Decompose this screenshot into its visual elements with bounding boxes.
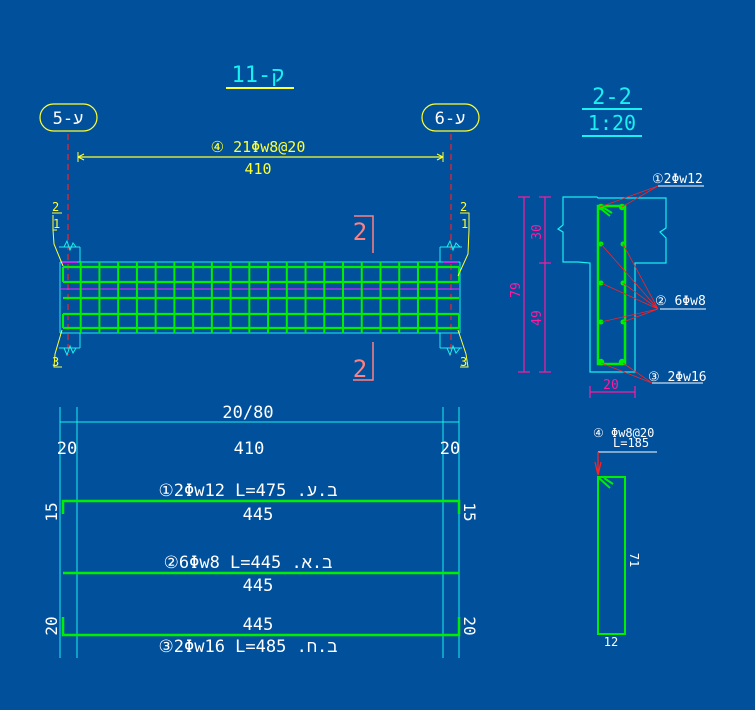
bar1-hook-left: 15 <box>42 502 61 521</box>
section-cut-line-bottom <box>353 342 374 381</box>
end-mark-2: 2 <box>460 200 467 214</box>
dim-total-height: 79 <box>509 282 524 298</box>
break-line-left-top <box>60 239 77 252</box>
dim-web-height: 49 <box>530 310 545 326</box>
rebar-cage <box>62 262 460 333</box>
leader-arrow-icon <box>594 452 602 476</box>
stirrup-width: 12 <box>604 635 618 649</box>
end-marks-left: 2 1 3 <box>52 200 64 369</box>
stirrup-in-section <box>596 204 627 366</box>
break-line-left-bottom <box>60 344 77 357</box>
section-mark-bottom: 2 <box>353 355 367 383</box>
axis-label-right: 6-ע <box>435 109 466 129</box>
left-support-dim: 20 <box>57 439 77 459</box>
stirrup-detail: ④ Φw8@20 L=185 71 12 <box>593 426 657 649</box>
dimension-arrow-right <box>436 152 444 162</box>
bar3-shape <box>61 617 461 637</box>
bar1-length: 445 <box>243 505 274 525</box>
section-bars <box>597 203 626 366</box>
axis-label-left: 5-ע <box>53 109 84 129</box>
dimension-arrow-left <box>77 152 85 162</box>
t-section-outline <box>556 196 667 373</box>
bar1-shape <box>61 499 461 514</box>
bar1-label: ①2Φw12 L=475 .ע.ב <box>159 481 338 501</box>
end-mark-3: 3 <box>52 355 59 369</box>
stirrup-shape-hook <box>598 477 614 489</box>
dim-width: 20 <box>603 378 619 393</box>
schedule-grid-lines <box>59 407 460 658</box>
beam-elevation: 11-ק 5-ע 6-ע ④ 21Φw8@20 410 2 1 3 2 <box>39 63 480 383</box>
section-scale: 1:20 <box>588 111 636 135</box>
span-dimension: 410 <box>244 160 271 178</box>
right-support-dim: 20 <box>440 439 460 459</box>
bar1-hook-right: 15 <box>460 502 479 521</box>
section-title: 2-2 <box>592 85 632 110</box>
stirrup-detail-length: L=185 <box>613 436 649 450</box>
stirrup-height: 71 <box>627 553 641 567</box>
stirrup-shape <box>597 476 626 635</box>
end-mark-2: 2 <box>52 200 59 214</box>
end-mark-1: 1 <box>461 217 468 231</box>
bar-schedule: 20/80 20 410 20 ①2Φw12 L=475 .ע.ב 445 15… <box>42 403 479 658</box>
clear-span-dim: 410 <box>234 439 265 459</box>
bar3-length: 445 <box>243 615 274 635</box>
end-marks-right: 2 1 3 <box>457 200 470 369</box>
bar2-callout: ② 6Φw8 <box>655 294 706 309</box>
bar3-hook-right: 20 <box>460 616 479 635</box>
bar3-callout: ③ 2Φw16 <box>648 370 707 385</box>
axis-bubble-right <box>421 103 480 132</box>
bar2-length: 445 <box>243 576 274 596</box>
bar3-label: ③2Φw16 L=485 .ח.ב <box>159 637 338 657</box>
bar1-callout: ①2Φw12 <box>652 172 703 187</box>
elevation-title: 11-ק <box>232 63 285 88</box>
break-line-right-bottom <box>444 344 461 357</box>
end-mark-3: 3 <box>460 355 467 369</box>
bar3-hook-left: 20 <box>42 616 61 635</box>
section-cut-line-top <box>354 215 374 253</box>
cross-section: 2-2 1:20 79 30 49 20 ①2Φw12 ② 6Φw8 ③ 2Φw… <box>509 85 707 398</box>
axis-bubble-left <box>39 103 98 132</box>
stirrup-detail-label: ④ Φw8@20 <box>593 426 654 440</box>
dim-flange-height: 30 <box>530 224 545 240</box>
section-mark-top: 2 <box>353 218 367 246</box>
overall-dimension: 20/80 <box>222 403 273 423</box>
stirrup-callout: ④ 21Φw8@20 <box>211 138 306 156</box>
break-line-right-top <box>444 239 461 252</box>
leader-lines <box>599 185 659 384</box>
bar2-label: ②6Φw8 L=445 .א.ב <box>164 553 333 573</box>
end-mark-1: 1 <box>53 217 60 231</box>
section-dimensions <box>518 196 636 398</box>
